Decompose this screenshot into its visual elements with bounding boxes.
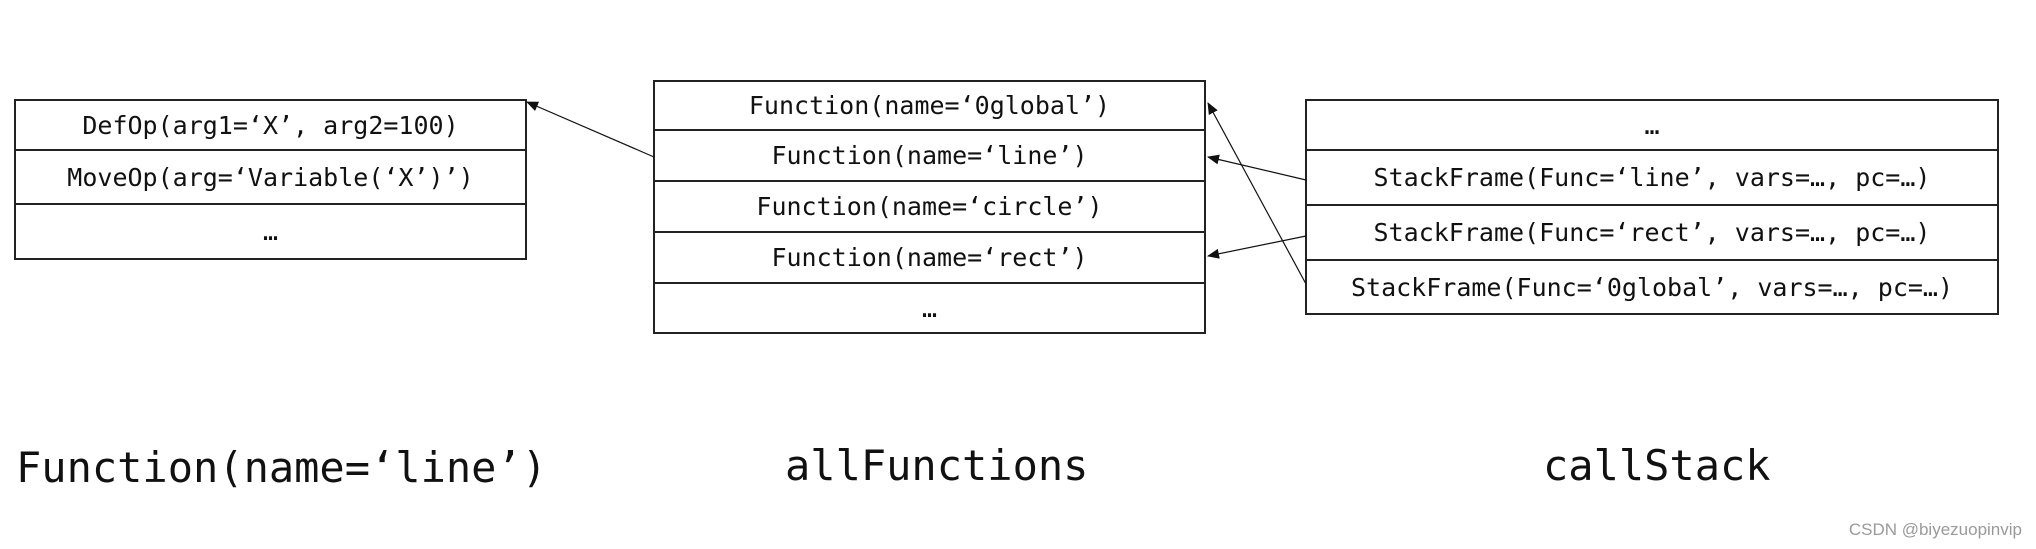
caption-function-line: Function(name=‘line’) — [16, 443, 548, 492]
all-functions-row-0global: Function(name=‘0global’) — [655, 82, 1204, 131]
function-line-ops-table: DefOp(arg1=‘X’, arg2=100) MoveOp(arg=‘Va… — [14, 99, 527, 260]
arrow-callstack-0global-to-0global-func — [1207, 102, 1307, 285]
all-functions-row-ellipsis: … — [921, 293, 938, 323]
caption-call-stack: callStack — [1543, 441, 1771, 490]
all-functions-row-rect: Function(name=‘rect’) — [655, 233, 1204, 284]
all-functions-row-circle: Function(name=‘circle’) — [655, 182, 1204, 233]
watermark: CSDN @biyezuopinvip — [1848, 520, 2022, 539]
ops-row-defop: DefOp(arg1=‘X’, arg2=100) — [16, 101, 525, 151]
ops-row-ellipsis: … — [262, 217, 279, 246]
arrow-callstack-rect-to-rect-func — [1207, 235, 1307, 259]
arrow-line-func-to-ops — [526, 101, 655, 158]
caption-all-functions: allFunctions — [785, 441, 1089, 490]
call-stack-row-rect: StackFrame(Func=‘rect’, vars=…, pc=…) — [1307, 206, 1997, 261]
all-functions-row-line: Function(name=‘line’) — [655, 131, 1204, 182]
ops-row-moveop: MoveOp(arg=‘Variable(‘X’)’) — [16, 151, 525, 205]
arrow-callstack-line-to-line-func — [1207, 154, 1307, 181]
call-stack-row-line: StackFrame(Func=‘line’, vars=…, pc=…) — [1307, 151, 1997, 206]
all-functions-table: Function(name=‘0global’) Function(name=‘… — [653, 80, 1206, 334]
call-stack-table: … StackFrame(Func=‘line’, vars=…, pc=…) … — [1305, 99, 1999, 315]
call-stack-row-ellipsis: … — [1307, 101, 1997, 151]
call-stack-row-0global: StackFrame(Func=‘0global’, vars=…, pc=…) — [1350, 272, 1954, 302]
